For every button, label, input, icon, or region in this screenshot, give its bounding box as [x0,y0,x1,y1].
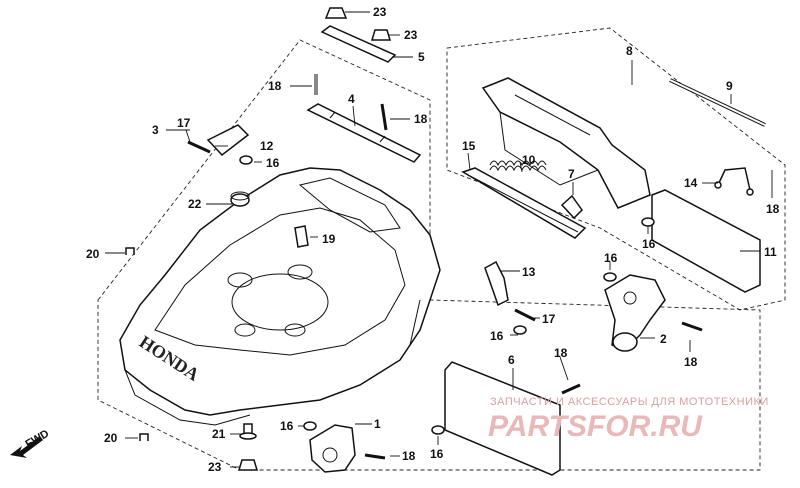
clip-part-7 [560,194,583,220]
callout-16: 16 [642,237,656,251]
mower-deck-group-outline [97,39,761,471]
callout-16: 16 [280,419,294,433]
callout-23: 23 [208,460,222,474]
callout-16: 16 [430,447,444,461]
callout-13: 13 [522,265,536,279]
cable-guide-part-4 [306,103,422,163]
callout-18: 18 [684,355,698,369]
callout-17: 17 [542,312,556,326]
knob-part-23-bottom [237,459,259,471]
callout-3: 3 [152,123,159,137]
pin-part-18-bottom [364,453,386,460]
fwd-label: FWD [24,428,52,451]
pin-part-17-lower [514,308,536,322]
callout-18: 18 [414,112,428,126]
washer-part-16-upper [641,217,655,227]
callout-20: 20 [104,431,118,445]
callout-19: 19 [322,232,336,246]
clip-part-20-upper [125,247,135,255]
washer-part-16-left [239,155,253,165]
pin-part-19 [294,225,309,248]
callout-10: 10 [522,153,536,167]
washer-part-16-bottom-left [303,421,317,431]
watermark-tagline: ЗАПЧАСТИ И АКСЕССУАРЫ ДЛЯ МОТОТЕХНИКИ [490,396,769,408]
pin-part-18-right [681,321,703,332]
callout-16: 16 [604,251,618,265]
callout-4: 4 [348,92,355,106]
callout-18: 18 [554,346,568,360]
callout-11: 11 [764,245,777,259]
callout-7: 7 [568,167,575,181]
washer-part-16-right [603,272,617,282]
height-adjuster-part-1 [309,424,356,473]
callout-18: 18 [268,79,282,93]
callout-23: 23 [373,5,387,19]
callout-8: 8 [626,44,633,58]
knob-part-23-top [324,7,348,19]
watermark-site: PARTSFOR.RU [488,410,703,443]
rod-part-9 [669,78,766,127]
leader-lines [105,11,773,468]
callout-6: 6 [508,353,515,367]
callout-23: 23 [404,28,418,42]
callout-22: 22 [188,197,202,211]
callout-14: 14 [684,176,698,190]
watermark: ЗАПЧАСТИ И АКСЕССУАРЫ ДЛЯ МОТОТЕХНИКИ PA… [488,396,769,443]
arm-part-13 [484,260,509,307]
rail-part-5 [320,25,397,63]
callout-numbers: 23 23 5 8 18 4 9 3 17 18 12 16 15 10 7 1… [86,5,780,474]
callout-21: 21 [212,427,226,441]
callout-15: 15 [462,139,476,153]
handle-part-14 [714,167,754,196]
callout-1: 1 [374,417,381,431]
callout-12: 12 [260,139,274,153]
mower-deck-housing: HONDA [119,167,441,426]
knob-part-23-second [370,29,392,41]
callout-18: 18 [766,202,780,216]
bracket-part-12 [187,124,250,157]
washer-part-16-bottom-mid [431,425,445,435]
callout-16: 16 [266,156,280,170]
hinge-plate-part-15 [461,167,587,239]
forward-arrow-icon [10,436,43,458]
plate-part-11 [651,189,761,293]
pin-part-18-flap [561,383,581,395]
washer-part-16-mid [513,325,527,335]
callout-20: 20 [86,247,100,261]
callout-16: 16 [490,329,504,343]
flap-part-6 [444,361,561,476]
callout-18: 18 [402,449,416,463]
clip-part-20-lower [139,433,149,441]
height-adjuster-part-2 [604,274,666,352]
spring-part-10 [489,160,547,172]
callout-5: 5 [418,50,425,64]
callout-2: 2 [660,332,667,346]
bolt-part-21 [239,423,257,440]
callout-17: 17 [177,116,191,130]
rear-guard-part-8 [481,77,651,209]
pin-part-18-b [380,103,388,131]
cap-part-22 [230,191,250,207]
callout-9: 9 [726,79,733,93]
